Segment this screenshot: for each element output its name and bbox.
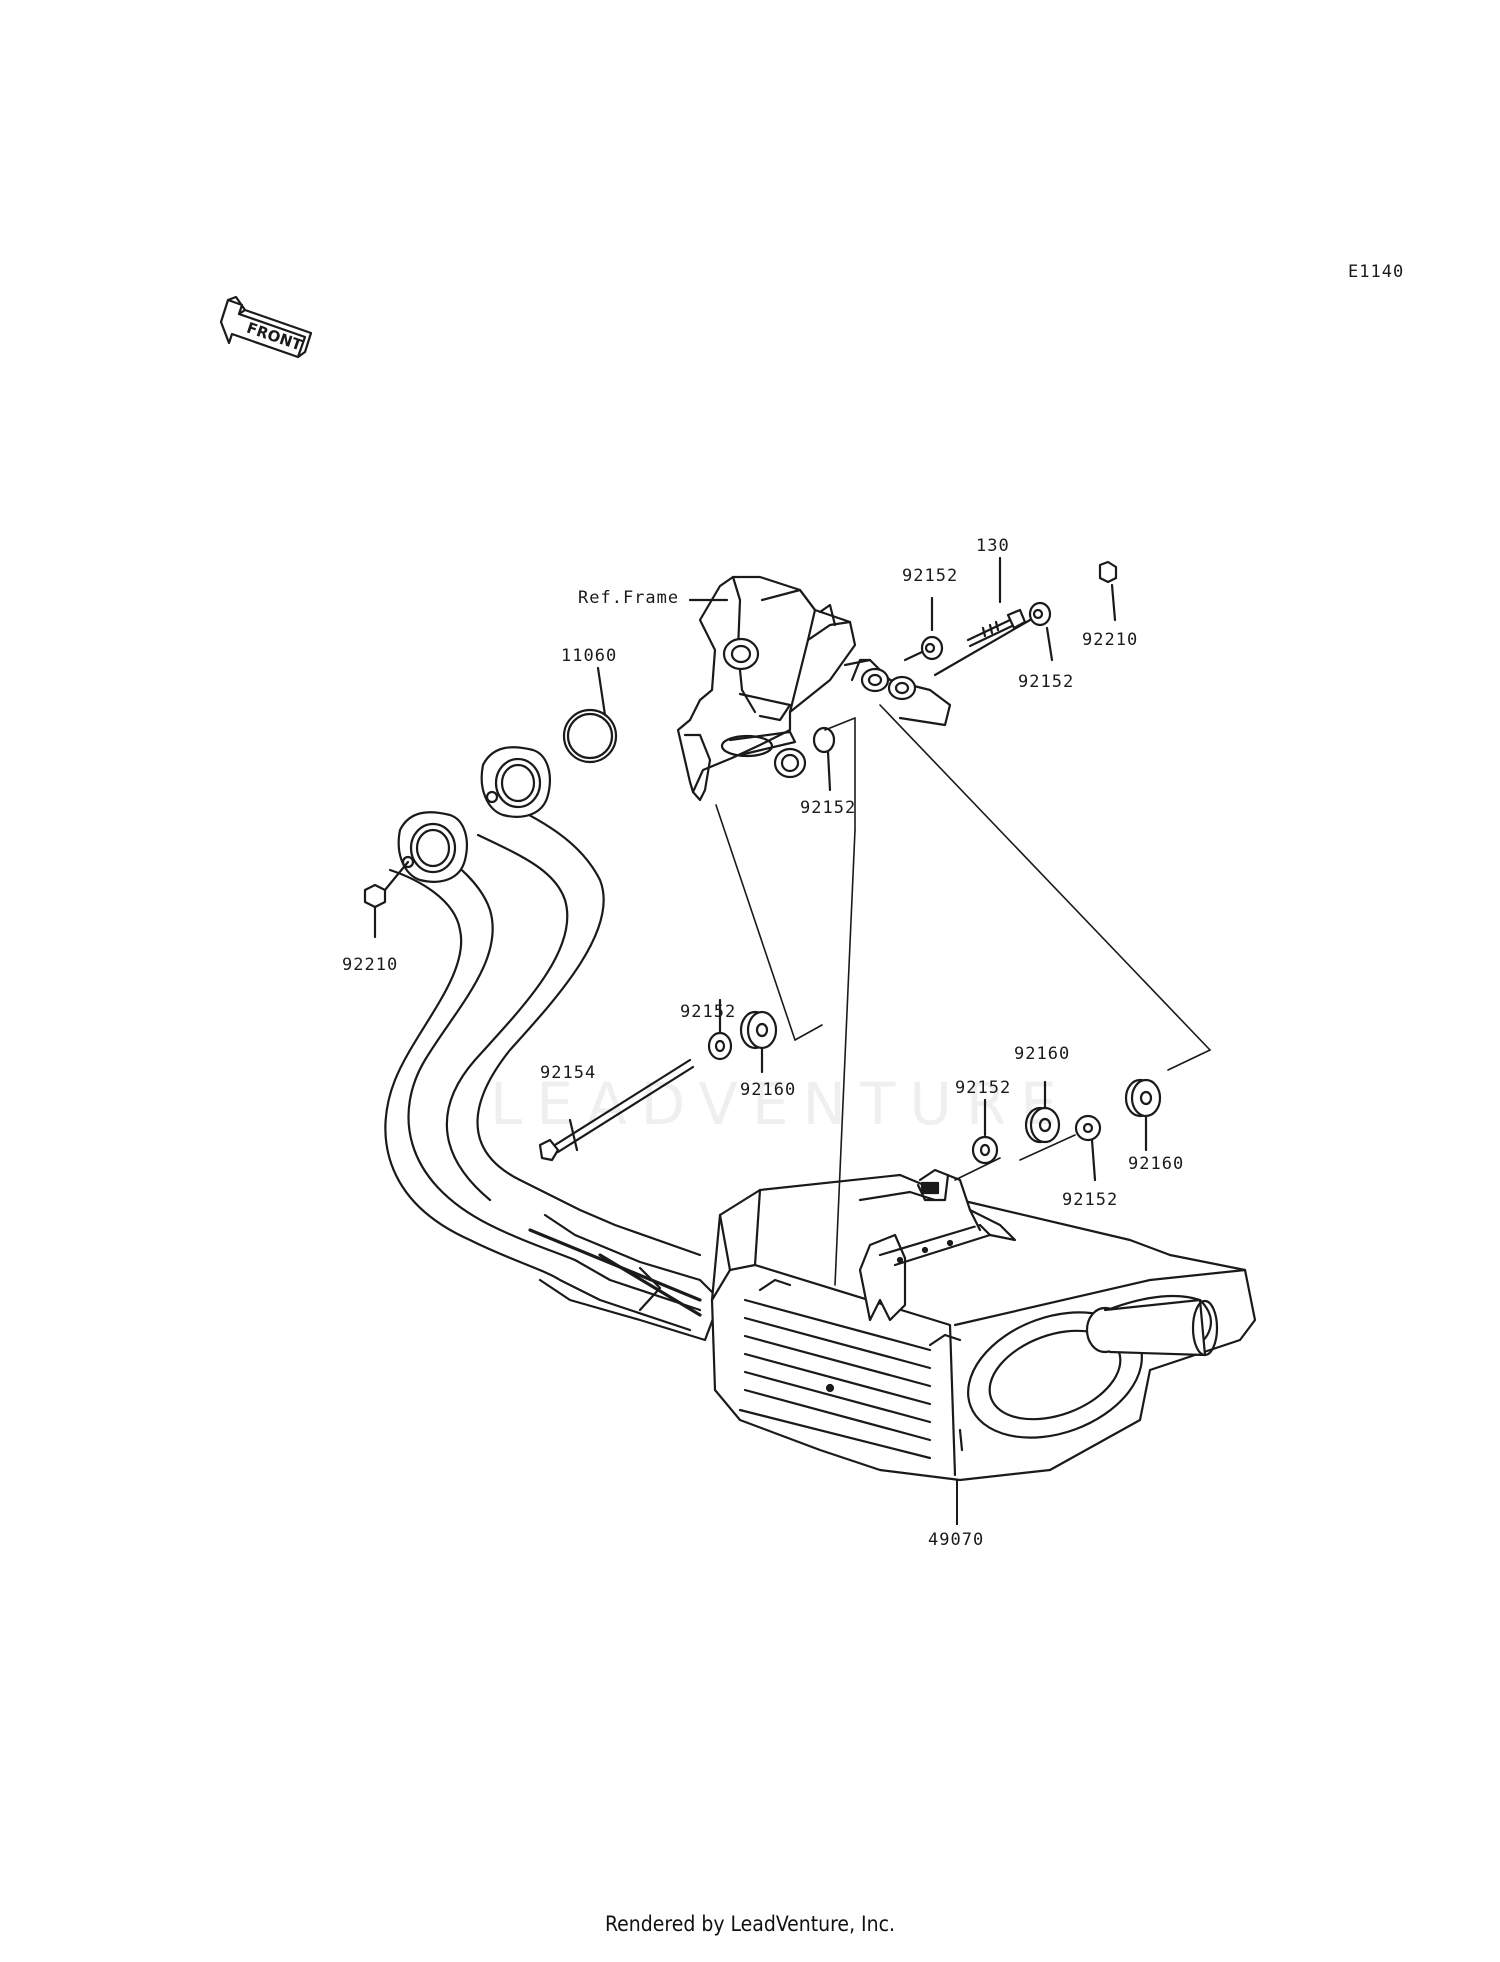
part-label-92152[interactable]: 92152 — [1062, 1190, 1119, 1210]
part-label-92154[interactable]: 92154 — [540, 1063, 597, 1083]
header-flange-right — [480, 746, 551, 818]
part-label-49070[interactable]: 49070 — [928, 1530, 985, 1550]
part-label-92152[interactable]: 92152 — [902, 566, 959, 586]
diagram-code: E1140 — [1348, 262, 1405, 282]
part-label-11060[interactable]: 11060 — [561, 646, 618, 666]
muffler-hanger-bracket — [858, 1168, 1017, 1322]
part-label-92210[interactable]: 92210 — [342, 955, 399, 975]
part-label-92152[interactable]: 92152 — [955, 1078, 1012, 1098]
damper-left — [707, 998, 778, 1074]
washer-upper-left — [903, 596, 944, 662]
part-label-92160[interactable]: 92160 — [1128, 1154, 1185, 1174]
part-label-92210[interactable]: 92210 — [1082, 630, 1139, 650]
damper-middle — [971, 1080, 1061, 1165]
frame-bracket — [676, 575, 952, 802]
bolt-130 — [966, 556, 1027, 648]
part-label-130[interactable]: 130 — [976, 536, 1010, 556]
long-bolt — [538, 1058, 695, 1162]
ref-frame-label: Ref.Frame — [578, 588, 680, 608]
part-label-92152[interactable]: 92152 — [1018, 672, 1075, 692]
part-label-92160[interactable]: 92160 — [740, 1080, 797, 1100]
nut-left — [363, 860, 410, 939]
watermark: LEADVENTURE — [490, 1070, 1071, 1138]
washer-frame-lower — [812, 726, 836, 792]
washer-upper-right — [933, 601, 1054, 677]
nut-upper-right — [1098, 560, 1118, 622]
header-flange-left — [397, 811, 468, 883]
muffler — [710, 1173, 1257, 1482]
damper-right — [1074, 1078, 1162, 1182]
alignment-lines — [715, 704, 1211, 1286]
part-label-92160[interactable]: 92160 — [1014, 1044, 1071, 1064]
part-label-92152[interactable]: 92152 — [800, 798, 857, 818]
footer-credit: Rendered by LeadVenture, Inc. — [605, 1912, 895, 1936]
front-arrow-icon — [219, 295, 313, 359]
exhaust-header-pipes — [384, 798, 722, 1342]
part-label-92152[interactable]: 92152 — [680, 1002, 737, 1022]
gasket-ring — [562, 708, 618, 764]
